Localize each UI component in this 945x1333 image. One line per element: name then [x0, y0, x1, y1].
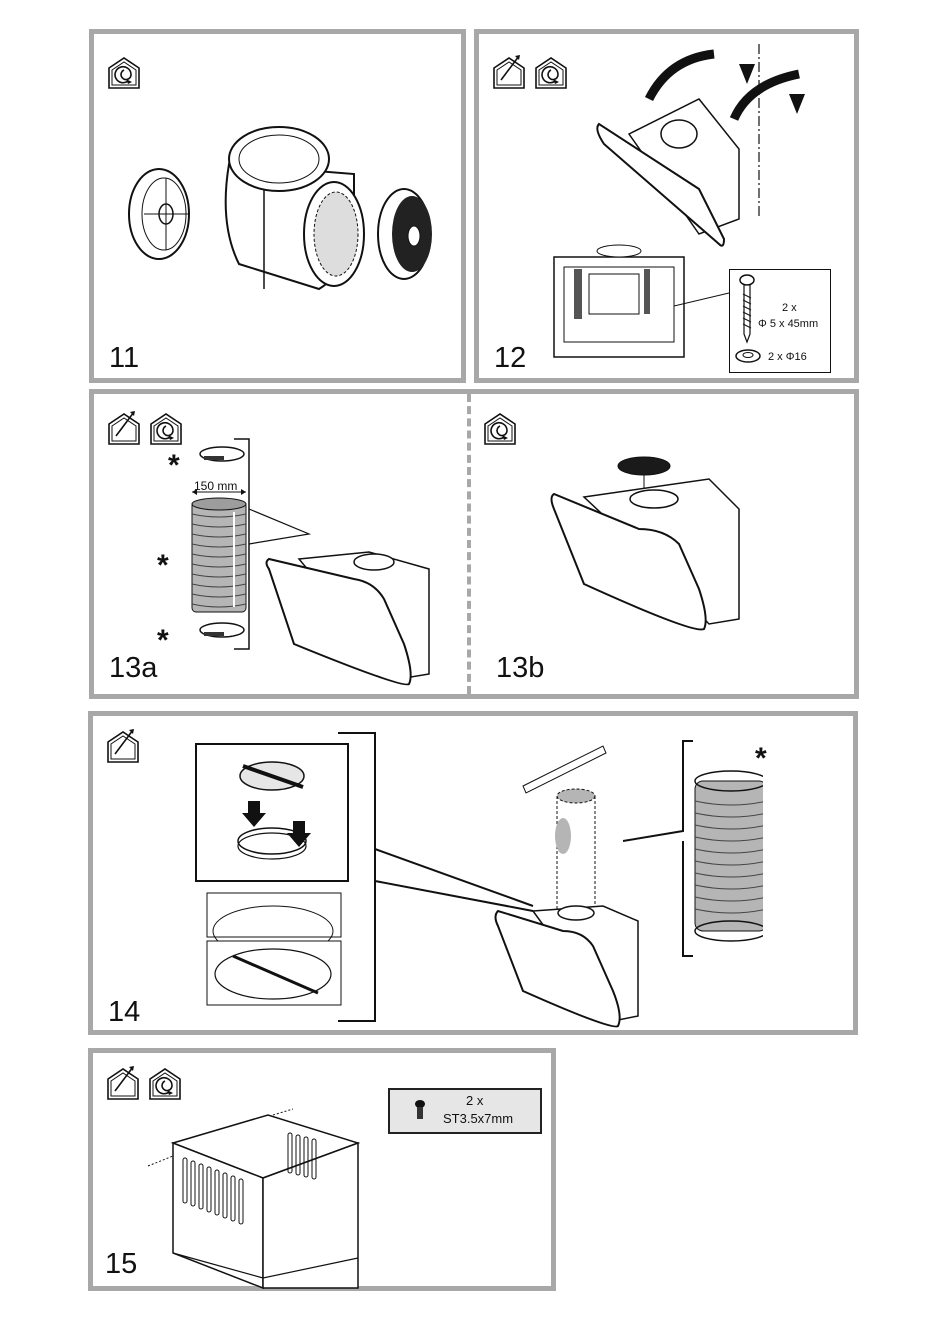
step-14-panel: * 14 — [88, 711, 858, 1035]
ducted-exhaust-icon — [105, 728, 141, 764]
step-13-panel: * * * 150 mm 13a 13b — [89, 389, 859, 699]
screw-quantity: 2 x — [782, 302, 797, 314]
fastener-box: 2 x Φ 5 x 45mm 2 x Φ16 — [729, 269, 831, 373]
step-number: 13b — [496, 652, 545, 684]
duct-kit-illustration — [191, 446, 247, 638]
hood-wall-mounting-illustration — [596, 44, 805, 247]
hood-carbon-filter-illustration — [550, 456, 740, 631]
step-13a-icons — [106, 410, 184, 446]
optional-mark: * — [157, 624, 169, 657]
step-11-panel: 11 — [89, 29, 466, 383]
wood-screw-icon — [739, 274, 755, 344]
divider-dashed — [467, 394, 471, 694]
motor-fan-assembly-illustration — [128, 126, 432, 291]
step-15-panel: 2 x ST3.5x7mm 15 — [88, 1048, 556, 1291]
step-13b-icons — [482, 410, 518, 446]
screw-size: ST3.5x7mm — [443, 1111, 514, 1126]
step-number: 13a — [109, 652, 158, 684]
recirculation-icon — [148, 410, 184, 446]
valve-install-illustration — [195, 732, 763, 1028]
ducted-exhaust-icon — [491, 54, 527, 90]
chimney-cover-illustration — [147, 1108, 361, 1290]
recirculation-icon — [106, 54, 142, 90]
step-12-icons — [491, 54, 569, 90]
hood-interior-illustration — [553, 244, 685, 358]
step-15-icons — [105, 1065, 183, 1101]
fastener-box: 2 x ST3.5x7mm — [388, 1088, 542, 1134]
recirculation-icon — [482, 410, 518, 446]
step-11-icons — [106, 54, 142, 90]
leader-line — [674, 292, 730, 307]
ducted-exhaust-icon — [105, 1065, 141, 1101]
screw-quantity: 2 x — [466, 1093, 484, 1108]
washer-icon — [735, 349, 761, 363]
recirculation-icon — [533, 54, 569, 90]
duct-diameter-label: 150 mm — [194, 479, 238, 493]
optional-mark: * — [755, 742, 767, 775]
optional-mark: * — [157, 549, 169, 582]
step-number: 15 — [105, 1248, 138, 1280]
optional-mark: * — [168, 449, 180, 482]
recirculation-icon — [147, 1065, 183, 1101]
step-14-icons — [105, 728, 141, 764]
washer-spec: 2 x Φ16 — [768, 351, 807, 363]
step-12-panel: 2 x Φ 5 x 45mm 2 x Φ16 12 — [474, 29, 859, 383]
ducted-exhaust-icon — [106, 410, 142, 446]
hood-duct-callout-illustration — [234, 438, 430, 686]
screw-size: Φ 5 x 45mm — [758, 318, 819, 330]
step-number: 12 — [494, 342, 527, 374]
step-number: 11 — [109, 342, 140, 374]
screw-icon — [415, 1100, 425, 1119]
step-number: 14 — [108, 996, 141, 1028]
